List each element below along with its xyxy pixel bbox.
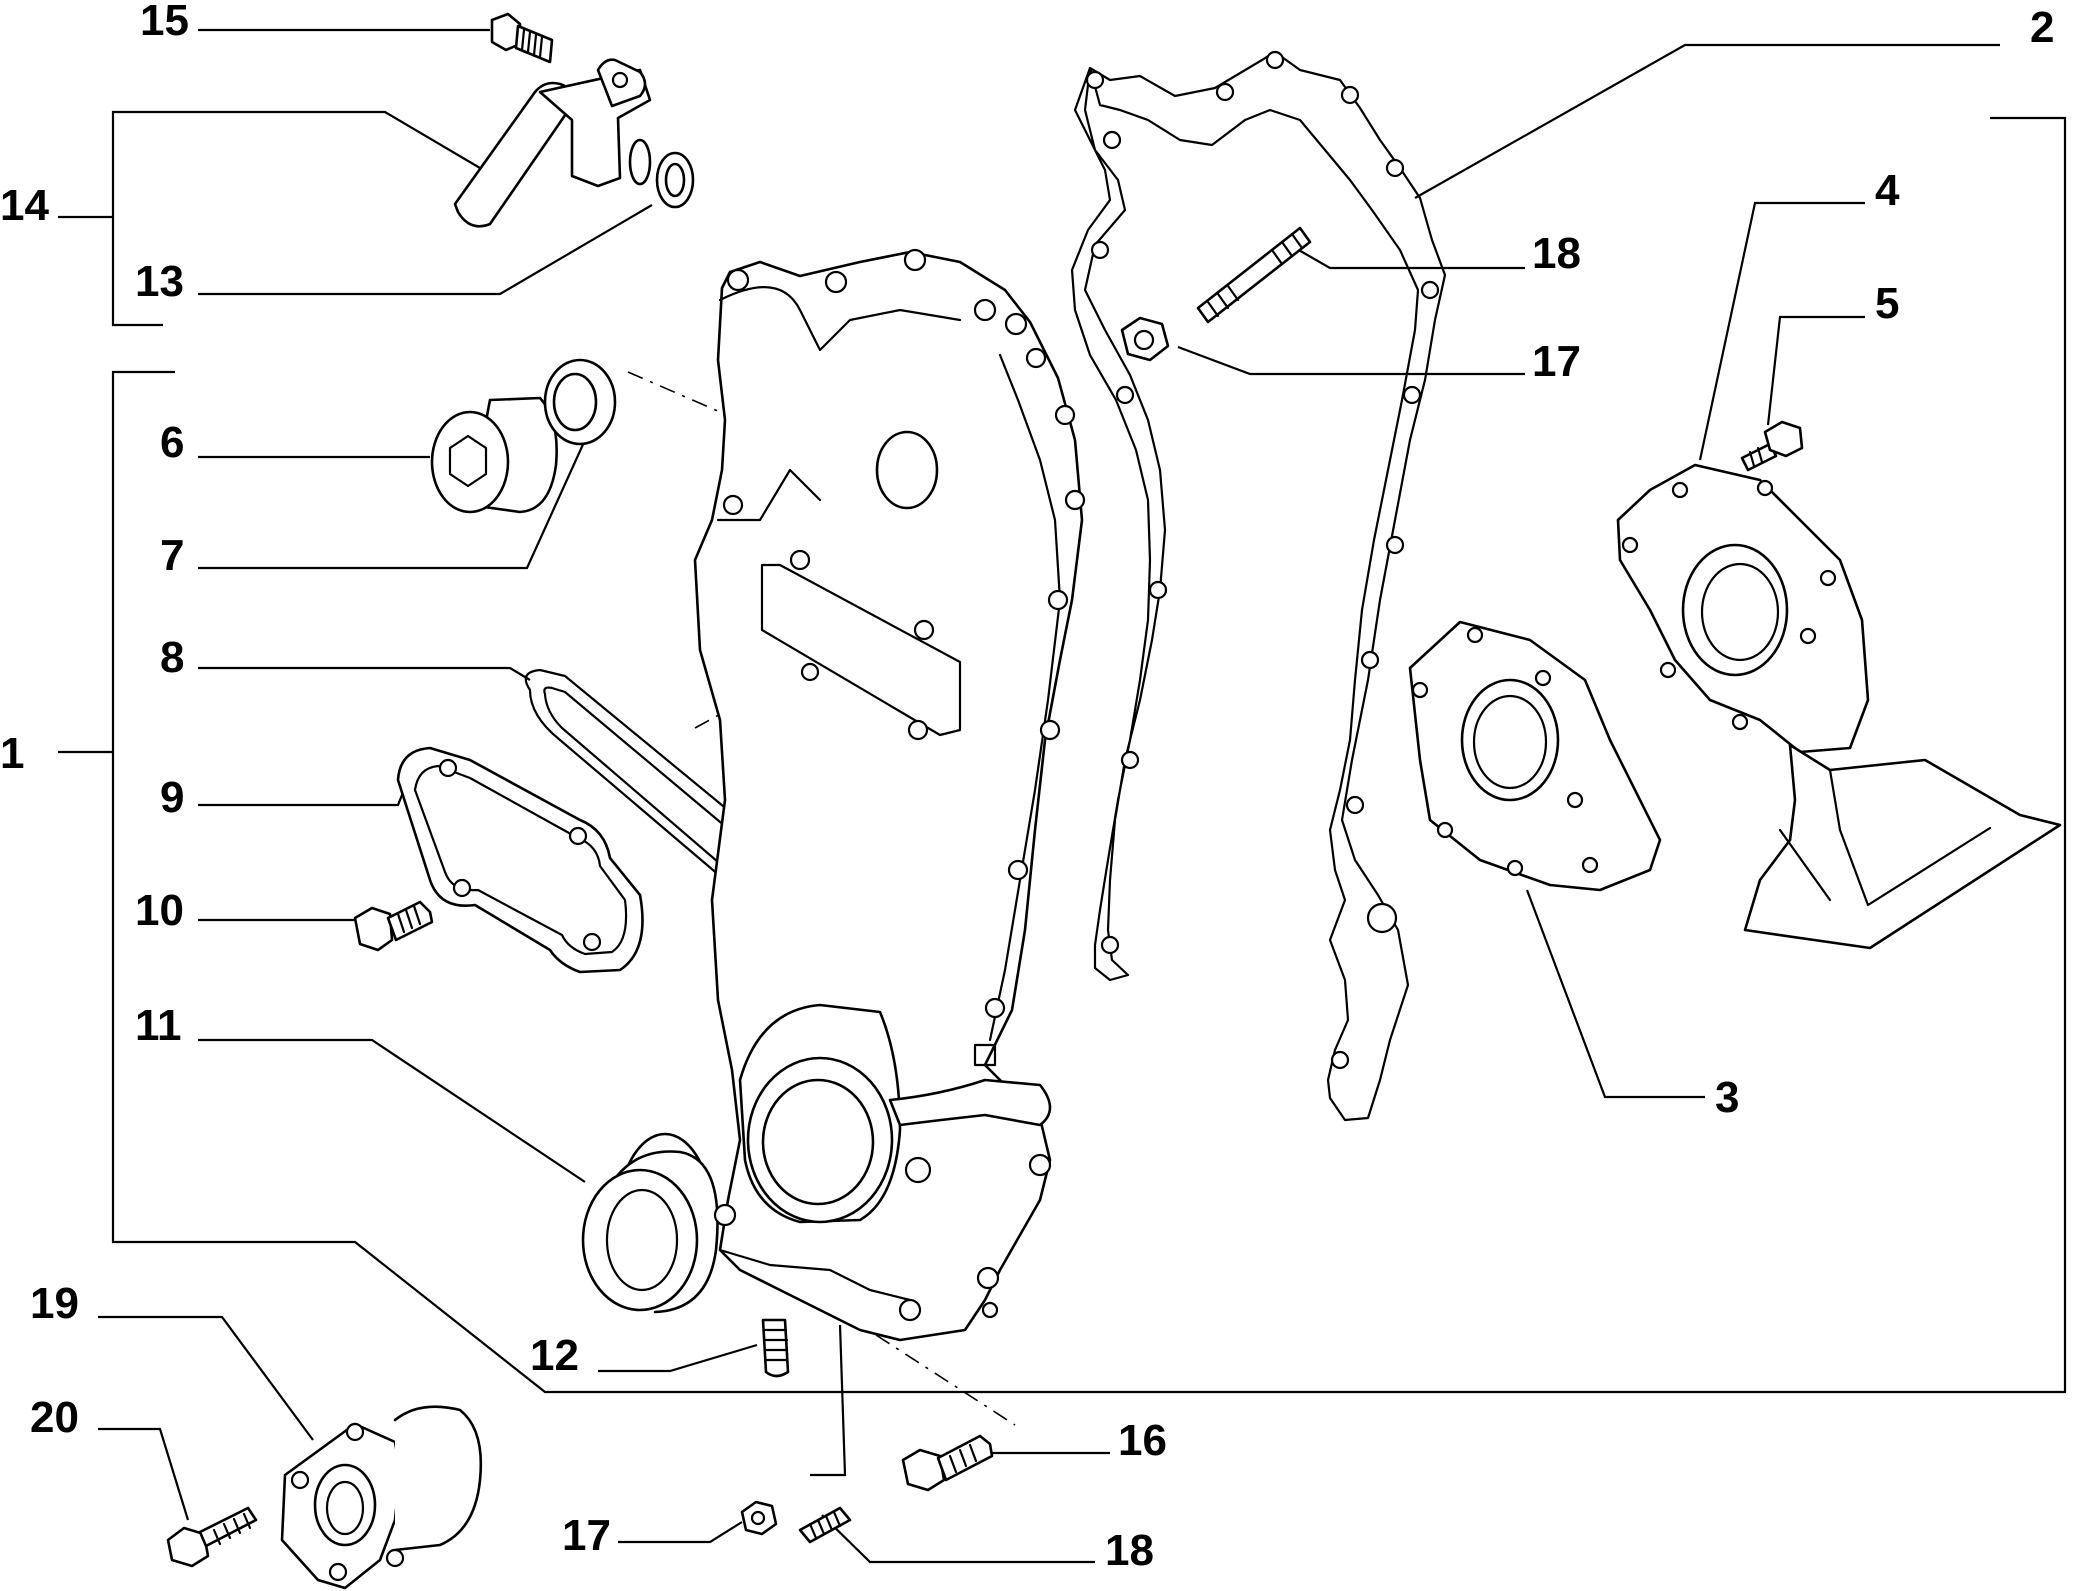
callout-7: 7	[160, 531, 184, 580]
stud-18-upper	[1196, 226, 1312, 324]
callout-13: 13	[135, 257, 184, 306]
housing-19	[280, 1405, 483, 1590]
callout-2: 2	[2030, 3, 2054, 52]
callout-6: 6	[160, 418, 184, 467]
bolt-5	[1740, 420, 1804, 472]
callout-11: 11	[135, 1001, 182, 1050]
gasket-2	[1070, 50, 1447, 1122]
nut-17-upper	[1120, 316, 1170, 362]
stud-18-lower	[798, 1506, 852, 1544]
nut-17-lower	[740, 1500, 778, 1536]
oil-seal-11	[581, 1132, 719, 1314]
o-ring-13	[655, 151, 695, 209]
flange-bolt-16	[901, 1434, 994, 1492]
callout-9: 9	[160, 773, 184, 822]
callout-4: 4	[1875, 166, 1900, 215]
callout-18-lower: 18	[1105, 1526, 1154, 1575]
elbow-pipe-14	[453, 58, 652, 228]
callout-14: 14	[0, 181, 49, 230]
seal-ring-7	[543, 358, 617, 446]
bolt-20	[166, 1506, 258, 1568]
timing-cover-1	[693, 248, 1086, 1342]
callout-12: 12	[530, 1331, 579, 1380]
gasket-3	[1408, 620, 1662, 892]
leader-lines	[98, 28, 2000, 1564]
dowel-pin-12	[761, 1318, 790, 1378]
cover-plate-9	[396, 746, 644, 974]
bolt-15	[490, 12, 554, 64]
bracket-group-14	[58, 110, 481, 327]
callout-1: 1	[0, 729, 24, 778]
callout-19: 19	[30, 1279, 79, 1328]
callout-8: 8	[160, 633, 184, 682]
plug-6	[430, 396, 558, 514]
callout-17-upper: 17	[1532, 337, 1581, 386]
oil-pump-4	[1616, 463, 2062, 950]
bracket-group-1	[58, 116, 2067, 1394]
callout-10: 10	[135, 886, 184, 935]
callout-20: 20	[30, 1393, 79, 1442]
callout-17-lower: 17	[562, 1511, 611, 1560]
callout-18-upper: 18	[1532, 229, 1581, 278]
bolt-10	[353, 900, 434, 952]
callout-15: 15	[140, 0, 189, 45]
callout-16: 16	[1118, 1416, 1167, 1465]
callout-3: 3	[1715, 1073, 1739, 1122]
callout-5: 5	[1875, 279, 1899, 328]
